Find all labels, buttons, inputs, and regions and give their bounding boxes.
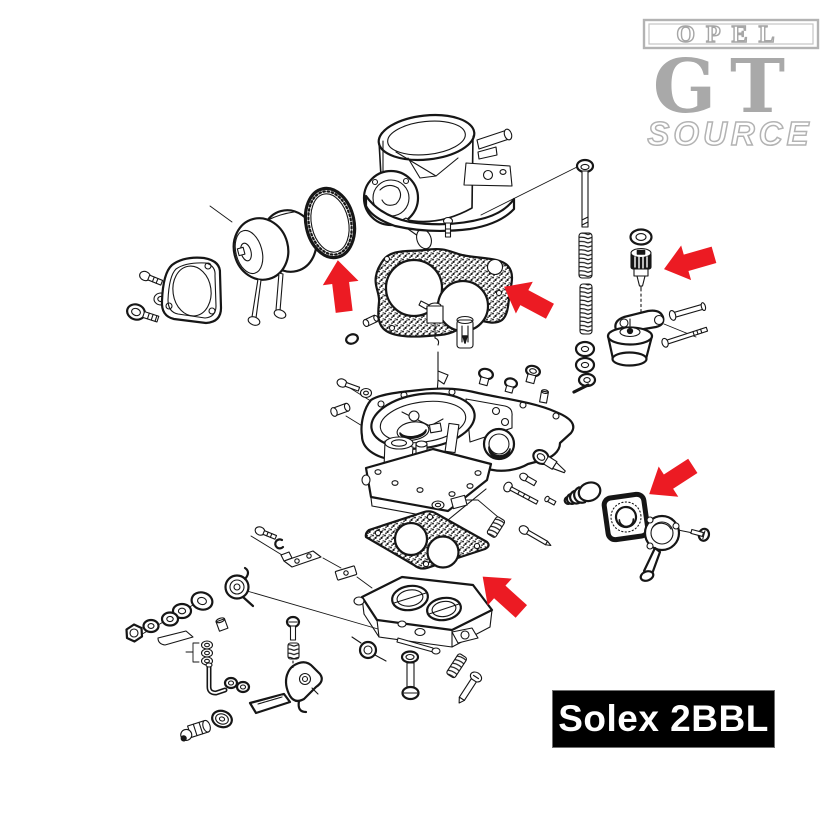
red-arrow-needle-valve — [659, 237, 719, 287]
red-arrow-oring — [319, 258, 363, 314]
linkage-cluster — [125, 526, 358, 742]
cam-screw — [285, 615, 301, 669]
cover-plate — [160, 256, 223, 325]
jets-top-cluster — [330, 300, 549, 417]
base-screws — [400, 650, 483, 704]
power-valve-cylinder — [456, 315, 474, 349]
fast-idle-cam — [284, 661, 323, 714]
return-spring — [224, 566, 255, 608]
pump-springs — [578, 232, 593, 335]
arrow-icon — [639, 450, 703, 510]
choke-pull-down-diaphragm — [601, 491, 651, 543]
mounting-bolts — [126, 270, 169, 323]
mixture-screw-cluster — [486, 448, 566, 547]
fork-lever — [248, 692, 292, 715]
needle-valve-seal — [629, 228, 653, 246]
accelerator-pump-piston — [418, 300, 444, 346]
float-cone — [606, 318, 654, 367]
cover-screw — [690, 527, 711, 542]
float-assembly — [232, 209, 318, 326]
red-arrow-diaphragm — [639, 450, 703, 510]
opel-gt-source-logo: OPEL GT SOURCE — [642, 18, 820, 153]
idle-fitting — [180, 719, 211, 742]
rubber-boot — [563, 481, 602, 505]
hold-down-screw — [575, 158, 595, 228]
arrow-icon — [659, 237, 719, 287]
caption-box: Solex 2BBL — [552, 690, 775, 748]
mixture-screw — [532, 448, 566, 474]
air-horn-assembly — [362, 113, 516, 250]
air-horn-gasket — [374, 247, 514, 338]
opel-box-outer — [642, 18, 820, 50]
float-pivot-pins — [661, 302, 709, 348]
opel-box-inner — [648, 23, 814, 45]
needle-valve — [630, 247, 652, 313]
caption-text: Solex 2BBL — [558, 698, 769, 739]
logo-gt-text: GT — [653, 44, 799, 130]
choke-rod — [205, 662, 228, 696]
o-ring-gasket — [303, 186, 357, 260]
main-body — [360, 387, 575, 521]
washer-stack — [572, 340, 597, 394]
diaphragm-cover — [639, 514, 681, 582]
diagram-ink — [125, 113, 711, 742]
linkage-nut — [125, 623, 144, 643]
throttle-body-gasket — [364, 510, 490, 570]
logo-source-text: SOURCE — [647, 115, 812, 152]
arrow-icon — [319, 258, 363, 314]
throttle-body — [351, 575, 494, 662]
logo-opel-text: OPEL — [676, 22, 785, 48]
linkage-bracket — [283, 550, 322, 568]
